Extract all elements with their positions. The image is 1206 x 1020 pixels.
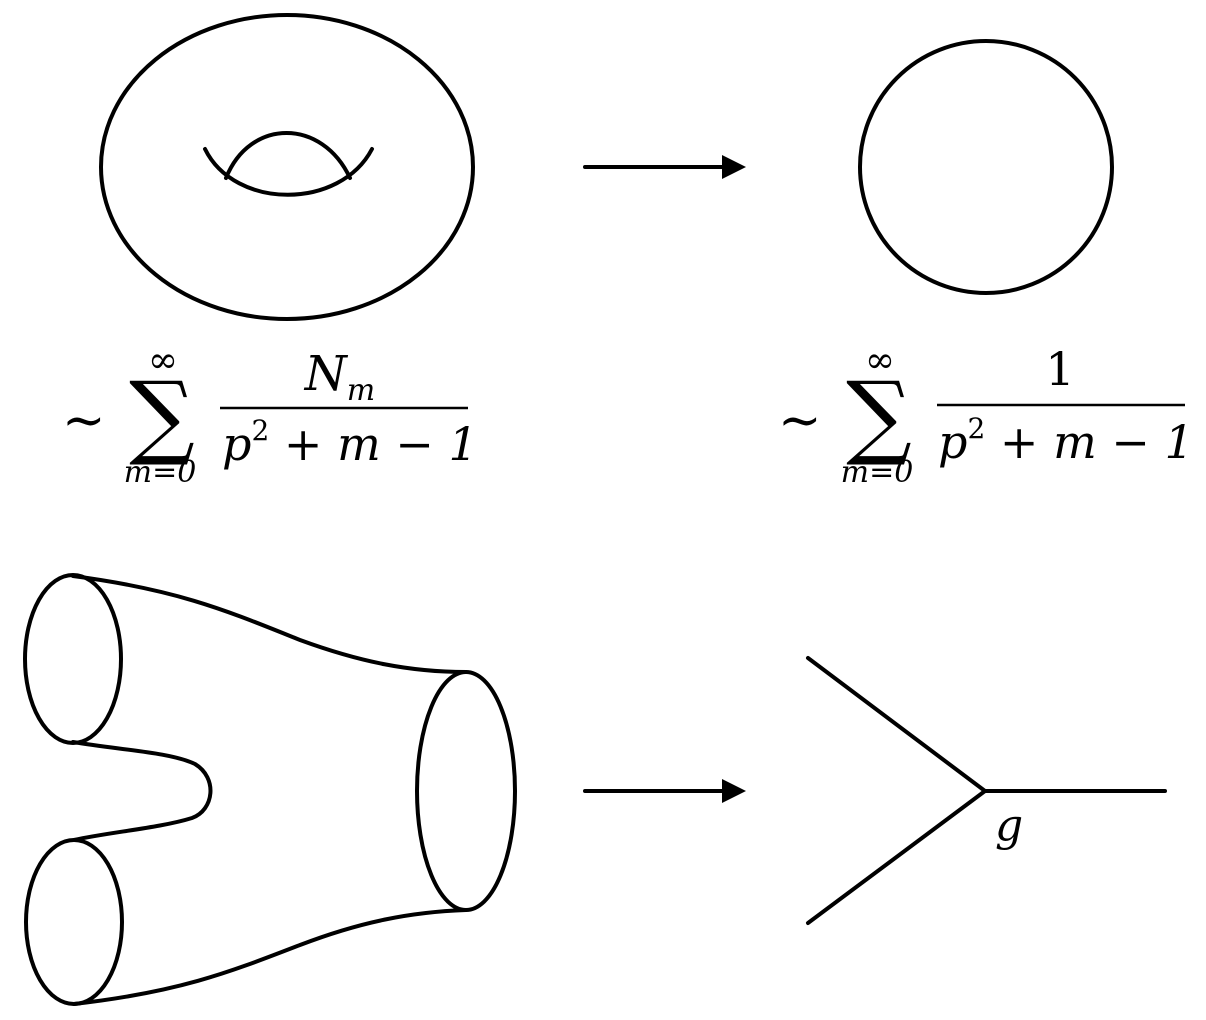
sum-symbol: ∑ (129, 362, 195, 469)
numerator-subscript: m (347, 373, 375, 408)
denominator-rest: + m − 1 (269, 417, 477, 471)
pants-upper-edge (71, 574, 468, 674)
denominator-exponent: 2 (251, 414, 269, 447)
arrow-pants-to-vertex (583, 779, 746, 803)
pants-crotch-edge (71, 740, 213, 842)
sum-upper-limit: ∞ (148, 340, 178, 381)
numerator: Nm (304, 346, 375, 408)
coupling-label: g (995, 800, 1023, 851)
vertex-upper-leg (806, 656, 987, 793)
arrow-torus-to-circle (583, 155, 746, 179)
pants-right-opening (415, 670, 517, 912)
svg-text:Nm: Nm (304, 346, 375, 408)
sum-symbol: ∑ (846, 362, 912, 469)
denominator: p2 + m − 1 (938, 412, 1194, 469)
tilde-symbol: ~ (778, 391, 822, 451)
svg-text:p2 + m − 1: p2 + m − 1 (938, 412, 1194, 469)
tilde-symbol: ~ (62, 391, 106, 451)
torus-propagator-formula: ~ ∞ ∑ m=0 Nm p2 + m − 1 (62, 340, 478, 490)
svg-text:p2 + m − 1: p2 + m − 1 (222, 414, 478, 471)
vertex-lower-leg (806, 789, 987, 925)
pants-left-bottom-opening (24, 838, 124, 1006)
torus-outline (99, 13, 475, 321)
pants-surface-figure (23, 573, 517, 1006)
cubic-vertex-figure: g (806, 656, 1167, 925)
pants-left-top-opening (23, 573, 123, 745)
denominator-p: p (222, 417, 251, 471)
denominator: p2 + m − 1 (222, 414, 478, 471)
denominator-p: p (938, 415, 967, 469)
torus-hole-upper-arc (224, 131, 352, 180)
circle-figure (858, 39, 1114, 295)
pants-lower-edge (72, 908, 468, 1006)
sum-upper-limit: ∞ (865, 340, 895, 381)
sum-lower-limit: m=0 (124, 455, 197, 490)
torus-figure (99, 13, 475, 321)
torus-hole-lower-arc (203, 147, 374, 197)
denominator-rest: + m − 1 (985, 415, 1193, 469)
numerator: 1 (1045, 342, 1074, 396)
circle-propagator-formula: ~ ∞ ∑ m=0 1 p2 + m − 1 (778, 340, 1194, 490)
denominator-exponent: 2 (967, 412, 985, 445)
numerator-main: N (304, 346, 349, 402)
sum-lower-limit: m=0 (841, 455, 914, 490)
